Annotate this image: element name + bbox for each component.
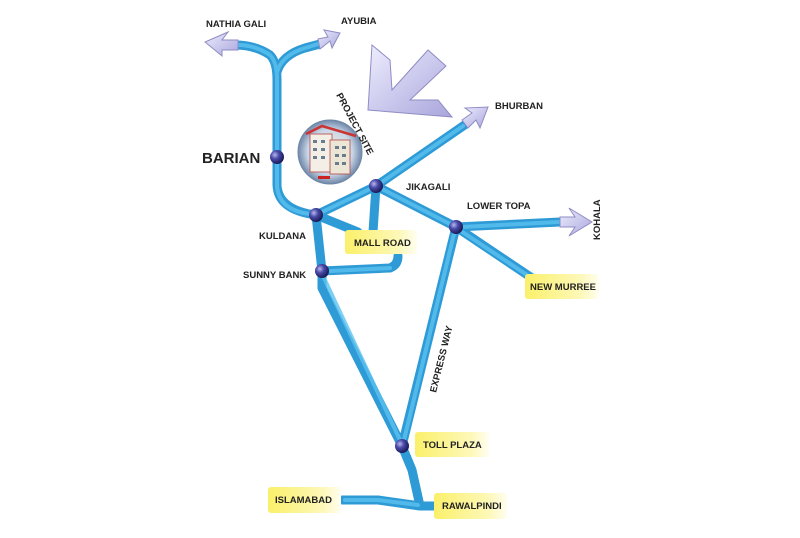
label-sunny-bank: SUNNY BANK [243, 270, 306, 281]
arrow-nathia-gali-icon [204, 30, 239, 58]
label-barian: BARIAN [202, 150, 260, 167]
toll-plaza-box [415, 432, 489, 457]
node-sunny-bank [315, 264, 329, 278]
label-kuldana: KULDANA [259, 231, 306, 242]
arrow-kohala-icon [559, 207, 593, 237]
road-barian-north [230, 40, 282, 162]
project-site-image [297, 119, 363, 185]
road-jikagali-mallroad [368, 181, 381, 237]
arrow-bhurban-icon [461, 106, 489, 130]
project-site-pointer-icon [367, 43, 454, 118]
node-jikagali [369, 179, 383, 193]
roads [230, 39, 565, 511]
label-lower-topa: LOWER TOPA [467, 201, 531, 212]
road-kuldana-mallroad [311, 210, 363, 237]
arrow-ayubia-icon [317, 29, 341, 50]
road-kuldana-sunnybank [311, 210, 327, 276]
road-tollplaza-rawalpindi [397, 441, 440, 511]
label-toll-plaza: TOLL PLAZA [423, 440, 482, 451]
label-nathia-gali: NATHIA GALI [206, 19, 266, 30]
islamabad-box [268, 487, 341, 513]
node-lower-topa [449, 220, 463, 234]
label-islamabad: ISLAMABAD [275, 495, 332, 506]
label-boxes [268, 230, 599, 519]
label-new-murree: NEW MURREE [530, 282, 596, 293]
label-kohala: KOHALA [592, 199, 603, 240]
new-murree-box [525, 274, 599, 299]
label-bhurban: BHURBAN [495, 101, 543, 112]
direction-arrows [204, 29, 593, 237]
node-kuldana [309, 208, 323, 222]
mall-road-box [345, 230, 417, 254]
label-rawalpindi: RAWALPINDI [442, 501, 502, 512]
junction-nodes [270, 150, 463, 453]
label-jikagali: JIKAGALI [406, 182, 450, 193]
node-toll-plaza [395, 439, 409, 453]
label-mall-road: MALL ROAD [354, 238, 411, 249]
label-ayubia: AYUBIA [341, 16, 377, 27]
node-barian [270, 150, 284, 164]
rawalpindi-box [434, 493, 507, 519]
